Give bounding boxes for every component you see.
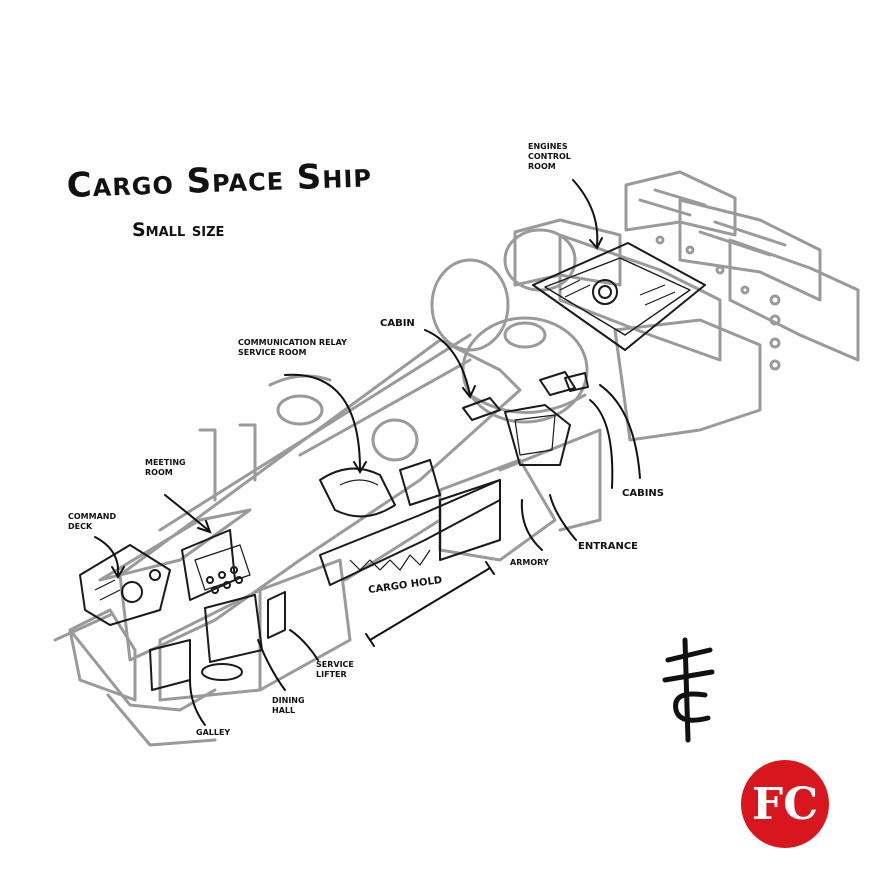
label-service-lifter: Service Lifter [316, 660, 354, 679]
cargo-hold-cutaway [319, 479, 501, 586]
cabins-arrow-2 [599, 384, 641, 479]
brand-logo: FC [741, 760, 829, 848]
label-galley: Galley [196, 728, 231, 737]
label-communication-relay: Communication relay service room [238, 338, 347, 357]
entrance-arrow [549, 494, 577, 541]
command-deck-cutaway [79, 544, 171, 626]
cargo-dimension-line [369, 567, 491, 641]
cabin-arrow [424, 329, 471, 396]
label-dining-hall: Dining Hall [272, 696, 305, 715]
engine-block [430, 170, 860, 442]
label-command-deck: Command Deck [68, 512, 117, 531]
label-engines-control-room: Engines Control Room [528, 142, 571, 171]
engines-room-cutaway [532, 242, 706, 351]
command-arrow [94, 536, 120, 576]
cabin-cutaway [462, 371, 589, 466]
lifter-arrow [289, 629, 319, 661]
armory-arrow [520, 499, 543, 551]
label-armory: Armory [510, 558, 549, 567]
engines-arrow [572, 179, 599, 246]
label-cabin: Cabin [380, 318, 415, 329]
dining-arrow [257, 639, 286, 691]
label-entrance: Entrance [578, 541, 638, 552]
meeting-arrow [164, 494, 209, 531]
diagram-subtitle: Small size [132, 219, 225, 241]
label-cabins: Cabins [622, 488, 664, 499]
comm-arrow [284, 373, 361, 471]
hull [53, 333, 602, 747]
cabins-arrow-1 [589, 399, 614, 489]
comm-room-cutaway [319, 459, 441, 518]
meeting-room-cutaway [181, 529, 251, 601]
dome [461, 316, 589, 424]
label-meeting-room: Meeting Room [145, 458, 186, 477]
artist-signature [662, 637, 715, 743]
galley-arrow [189, 679, 206, 726]
